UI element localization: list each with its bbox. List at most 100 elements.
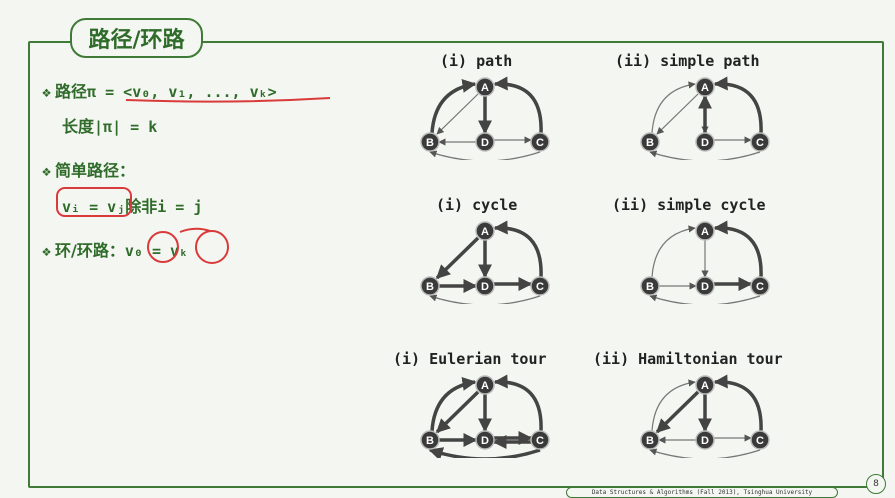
node-label: D: [481, 435, 489, 447]
cycle-definition: ❖环/环路：v₀ = vₖ: [42, 237, 188, 261]
graph-node: C: [750, 132, 770, 152]
graph-node: D: [695, 430, 715, 450]
graph-node: A: [695, 221, 715, 241]
node-label: A: [701, 380, 709, 392]
unless-label: 除非: [125, 197, 158, 216]
node-label: B: [426, 137, 434, 149]
graph-node: C: [750, 276, 770, 296]
panel-title-simple-cycle: (ii) simple cycle: [612, 196, 766, 214]
graph-cycle: A B D C: [420, 220, 550, 304]
node-label: D: [701, 281, 709, 293]
graph-node: C: [530, 276, 550, 296]
graph-node: A: [695, 375, 715, 395]
edge-thin: [436, 93, 479, 135]
page-number: 8: [866, 474, 886, 494]
edge-thin: [651, 379, 696, 432]
graph-node: C: [530, 132, 550, 152]
edge-thin: [429, 294, 541, 304]
graph-simple-path: A B D C: [640, 76, 770, 160]
path-formula: π = <v₀, v₁, ..., vₖ>: [87, 83, 277, 101]
node-label: C: [536, 137, 544, 149]
edge-thin: [649, 294, 761, 304]
graph-eulerian: A B D C: [420, 374, 550, 458]
panel-title-cycle: (i) cycle: [436, 196, 518, 214]
node-label: A: [481, 226, 489, 238]
cycle-label: 环/环路：: [55, 241, 125, 260]
node-label: B: [646, 281, 654, 293]
graph-node: D: [695, 276, 715, 296]
edge-thick: [713, 374, 763, 432]
footer: Data Structures & Algorithms (Fall 2013)…: [566, 487, 838, 498]
path-label: 路径: [55, 82, 88, 101]
node-label: D: [701, 435, 709, 447]
graph-node: A: [695, 77, 715, 97]
graph-node: D: [475, 132, 495, 152]
bullet-icon: ❖: [42, 242, 52, 260]
edge-thin: [649, 150, 761, 160]
node-label: B: [426, 281, 434, 293]
simple-formula: vᵢ = vⱼ: [62, 198, 126, 216]
node-label: D: [481, 281, 489, 293]
graph-node: D: [695, 132, 715, 152]
edge-thick: [713, 76, 763, 134]
panel-title-hamiltonian: (ii) Hamiltonian tour: [593, 350, 783, 368]
edge-thick: [493, 220, 543, 278]
graph-node: B: [640, 132, 660, 152]
slide-frame: [28, 41, 884, 488]
graph-simple-cycle: A B D C: [640, 220, 770, 304]
edge-thin: [651, 81, 696, 134]
cycle-v0: v₀: [124, 242, 143, 260]
node-label: B: [426, 435, 434, 447]
simple-cond: i = j: [157, 198, 203, 216]
graph-node: C: [750, 430, 770, 450]
annotation-box: [56, 187, 132, 217]
graph-node: A: [475, 375, 495, 395]
panel-title-eulerian: (i) Eulerian tour: [393, 350, 547, 368]
graph-hamiltonian: A B D C: [640, 374, 770, 458]
node-label: B: [646, 137, 654, 149]
graph-node: B: [640, 430, 660, 450]
edge-thick: [655, 390, 700, 434]
graph-node: D: [475, 276, 495, 296]
edge-thin: [649, 448, 761, 458]
graph-node: B: [640, 276, 660, 296]
edge-thick: [435, 390, 480, 434]
node-label: B: [646, 435, 654, 447]
edge-thick: [493, 76, 543, 134]
edge-thick: [428, 447, 541, 458]
node-label: C: [536, 435, 544, 447]
node-label: C: [756, 435, 764, 447]
edge-thin: [651, 225, 696, 278]
graph-node: A: [475, 221, 495, 241]
length-formula: |π| = k: [94, 118, 158, 136]
bullet-icon: ❖: [42, 83, 52, 101]
edge-thin: [429, 150, 541, 160]
edge-thick: [493, 374, 543, 432]
node-label: A: [701, 226, 709, 238]
edge-thick: [435, 236, 480, 280]
graph-node: B: [420, 132, 440, 152]
simple-path-condition: vᵢ = vⱼ除非i = j: [62, 193, 202, 217]
annotation-circle-v0: [147, 231, 179, 263]
cycle-eq: =: [151, 242, 162, 260]
graph-node: B: [420, 430, 440, 450]
panel-title-path: (i) path: [440, 52, 513, 70]
node-label: A: [701, 82, 709, 94]
graph-node: B: [420, 276, 440, 296]
simple-path-label: 简单路径：: [55, 161, 136, 180]
edge-thick: [430, 376, 477, 432]
graph-node: D: [475, 430, 495, 450]
panel-title-simple-path: (ii) simple path: [615, 52, 760, 70]
node-label: C: [756, 137, 764, 149]
path-definition: ❖路径π = <v₀, v₁, ..., vₖ>: [42, 78, 277, 102]
annotation-arc: [179, 227, 211, 233]
length-label: 长度: [62, 117, 95, 136]
node-label: C: [756, 281, 764, 293]
bullet-icon: ❖: [42, 162, 52, 180]
graph-node: C: [530, 430, 550, 450]
edge-thick: [713, 220, 763, 278]
length-definition: 长度|π| = k: [62, 113, 157, 137]
node-label: C: [536, 281, 544, 293]
